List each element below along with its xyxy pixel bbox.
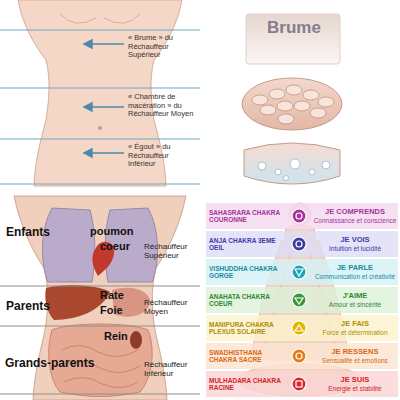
chakra-quality: Force et détermination bbox=[312, 329, 398, 336]
band-left-column: VISHUDDHA CHAKRA GORGE bbox=[209, 259, 289, 285]
chakra-quality: Communication et créativité bbox=[312, 273, 398, 280]
part-label: coeur bbox=[100, 240, 144, 253]
part-label: Rein bbox=[104, 330, 144, 343]
band-right-column: JE VOISIntuition et lucidité bbox=[312, 231, 398, 257]
part-label: Enfants bbox=[6, 226, 76, 240]
band-right-column: J'AIMEAmour et sincérité bbox=[312, 287, 398, 313]
part-label: Rate bbox=[100, 289, 140, 302]
illustration-title: Brume bbox=[252, 18, 336, 38]
part-label: poumon bbox=[90, 225, 140, 238]
part-label: Réchauffeur Supérieur bbox=[144, 242, 200, 260]
chakra-affirmation: JE FAIS bbox=[312, 320, 398, 328]
chakra-name: MULHADARA CHAKRA RACINE bbox=[209, 377, 289, 392]
chakra-affirmation: J'AIME bbox=[312, 292, 398, 300]
chakra-affirmation: JE VOIS bbox=[312, 236, 398, 244]
chakra-affirmation: JE RESSENS bbox=[312, 348, 398, 356]
chakra-quality: Energie et stabilité bbox=[312, 385, 398, 392]
part-label: « Égout » du Réchauffeur Inférieur bbox=[128, 143, 198, 169]
band-right-column: JE COMPRENDSConnaissance et conscience bbox=[312, 203, 398, 229]
band-left-column: SWADHISTHANA CHAKRA SACRE bbox=[209, 343, 289, 369]
part-label: « Chambre de macération » du Réchauffeur… bbox=[128, 93, 200, 119]
chakra-quality: Connaissance et conscience bbox=[312, 217, 398, 224]
chakra-name: ANAHATA CHAKRA COEUR bbox=[209, 293, 289, 308]
chakra-affirmation: JE SUIS bbox=[312, 376, 398, 384]
part-label: Grands-parents bbox=[5, 357, 100, 371]
chakra-affirmation: JE COMPRENDS bbox=[312, 208, 398, 216]
band-left-column: ANAHATA CHAKRA COEUR bbox=[209, 287, 289, 313]
band-right-column: JE SUISEnergie et stabilité bbox=[312, 371, 398, 397]
chakra-quality: Intuition et lucidité bbox=[312, 245, 398, 252]
chakra-quality: Amour et sincérité bbox=[312, 301, 398, 308]
chakra-affirmation: JE PARLE bbox=[312, 264, 398, 272]
band-left-column: MULHADARA CHAKRA RACINE bbox=[209, 371, 289, 397]
chakra-name: MANIPURA CHAKRA PLEXUS SOLAIRE bbox=[209, 321, 289, 336]
band-right-column: JE RESSENSSensualité et émotions bbox=[312, 343, 398, 369]
band-left-column: SAHASRARA CHAKRA COURONNE bbox=[209, 203, 289, 229]
band-right-column: JE PARLECommunication et créativité bbox=[312, 259, 398, 285]
chakra-name: VISHUDDHA CHAKRA GORGE bbox=[209, 265, 289, 280]
part-label: Réchauffeur Moyen bbox=[144, 298, 200, 316]
part-label: Réchauffeur Inférieur bbox=[144, 360, 200, 378]
chakra-name: SWADHISTHANA CHAKRA SACRE bbox=[209, 349, 289, 364]
part-label: Parents bbox=[6, 300, 76, 314]
part-label: « Brume » du Réchauffeur Supérieur bbox=[128, 34, 198, 60]
band-left-column: MANIPURA CHAKRA PLEXUS SOLAIRE bbox=[209, 315, 289, 341]
band-right-column: JE FAISForce et détermination bbox=[312, 315, 398, 341]
chakra-name: ANJA CHAKRA 3EME OEIL bbox=[209, 237, 289, 252]
chakra-quality: Sensualité et émotions bbox=[312, 357, 398, 364]
part-label: Foie bbox=[100, 304, 140, 317]
chakra-name: SAHASRARA CHAKRA COURONNE bbox=[209, 209, 289, 224]
band-left-column: ANJA CHAKRA 3EME OEIL bbox=[209, 231, 289, 257]
